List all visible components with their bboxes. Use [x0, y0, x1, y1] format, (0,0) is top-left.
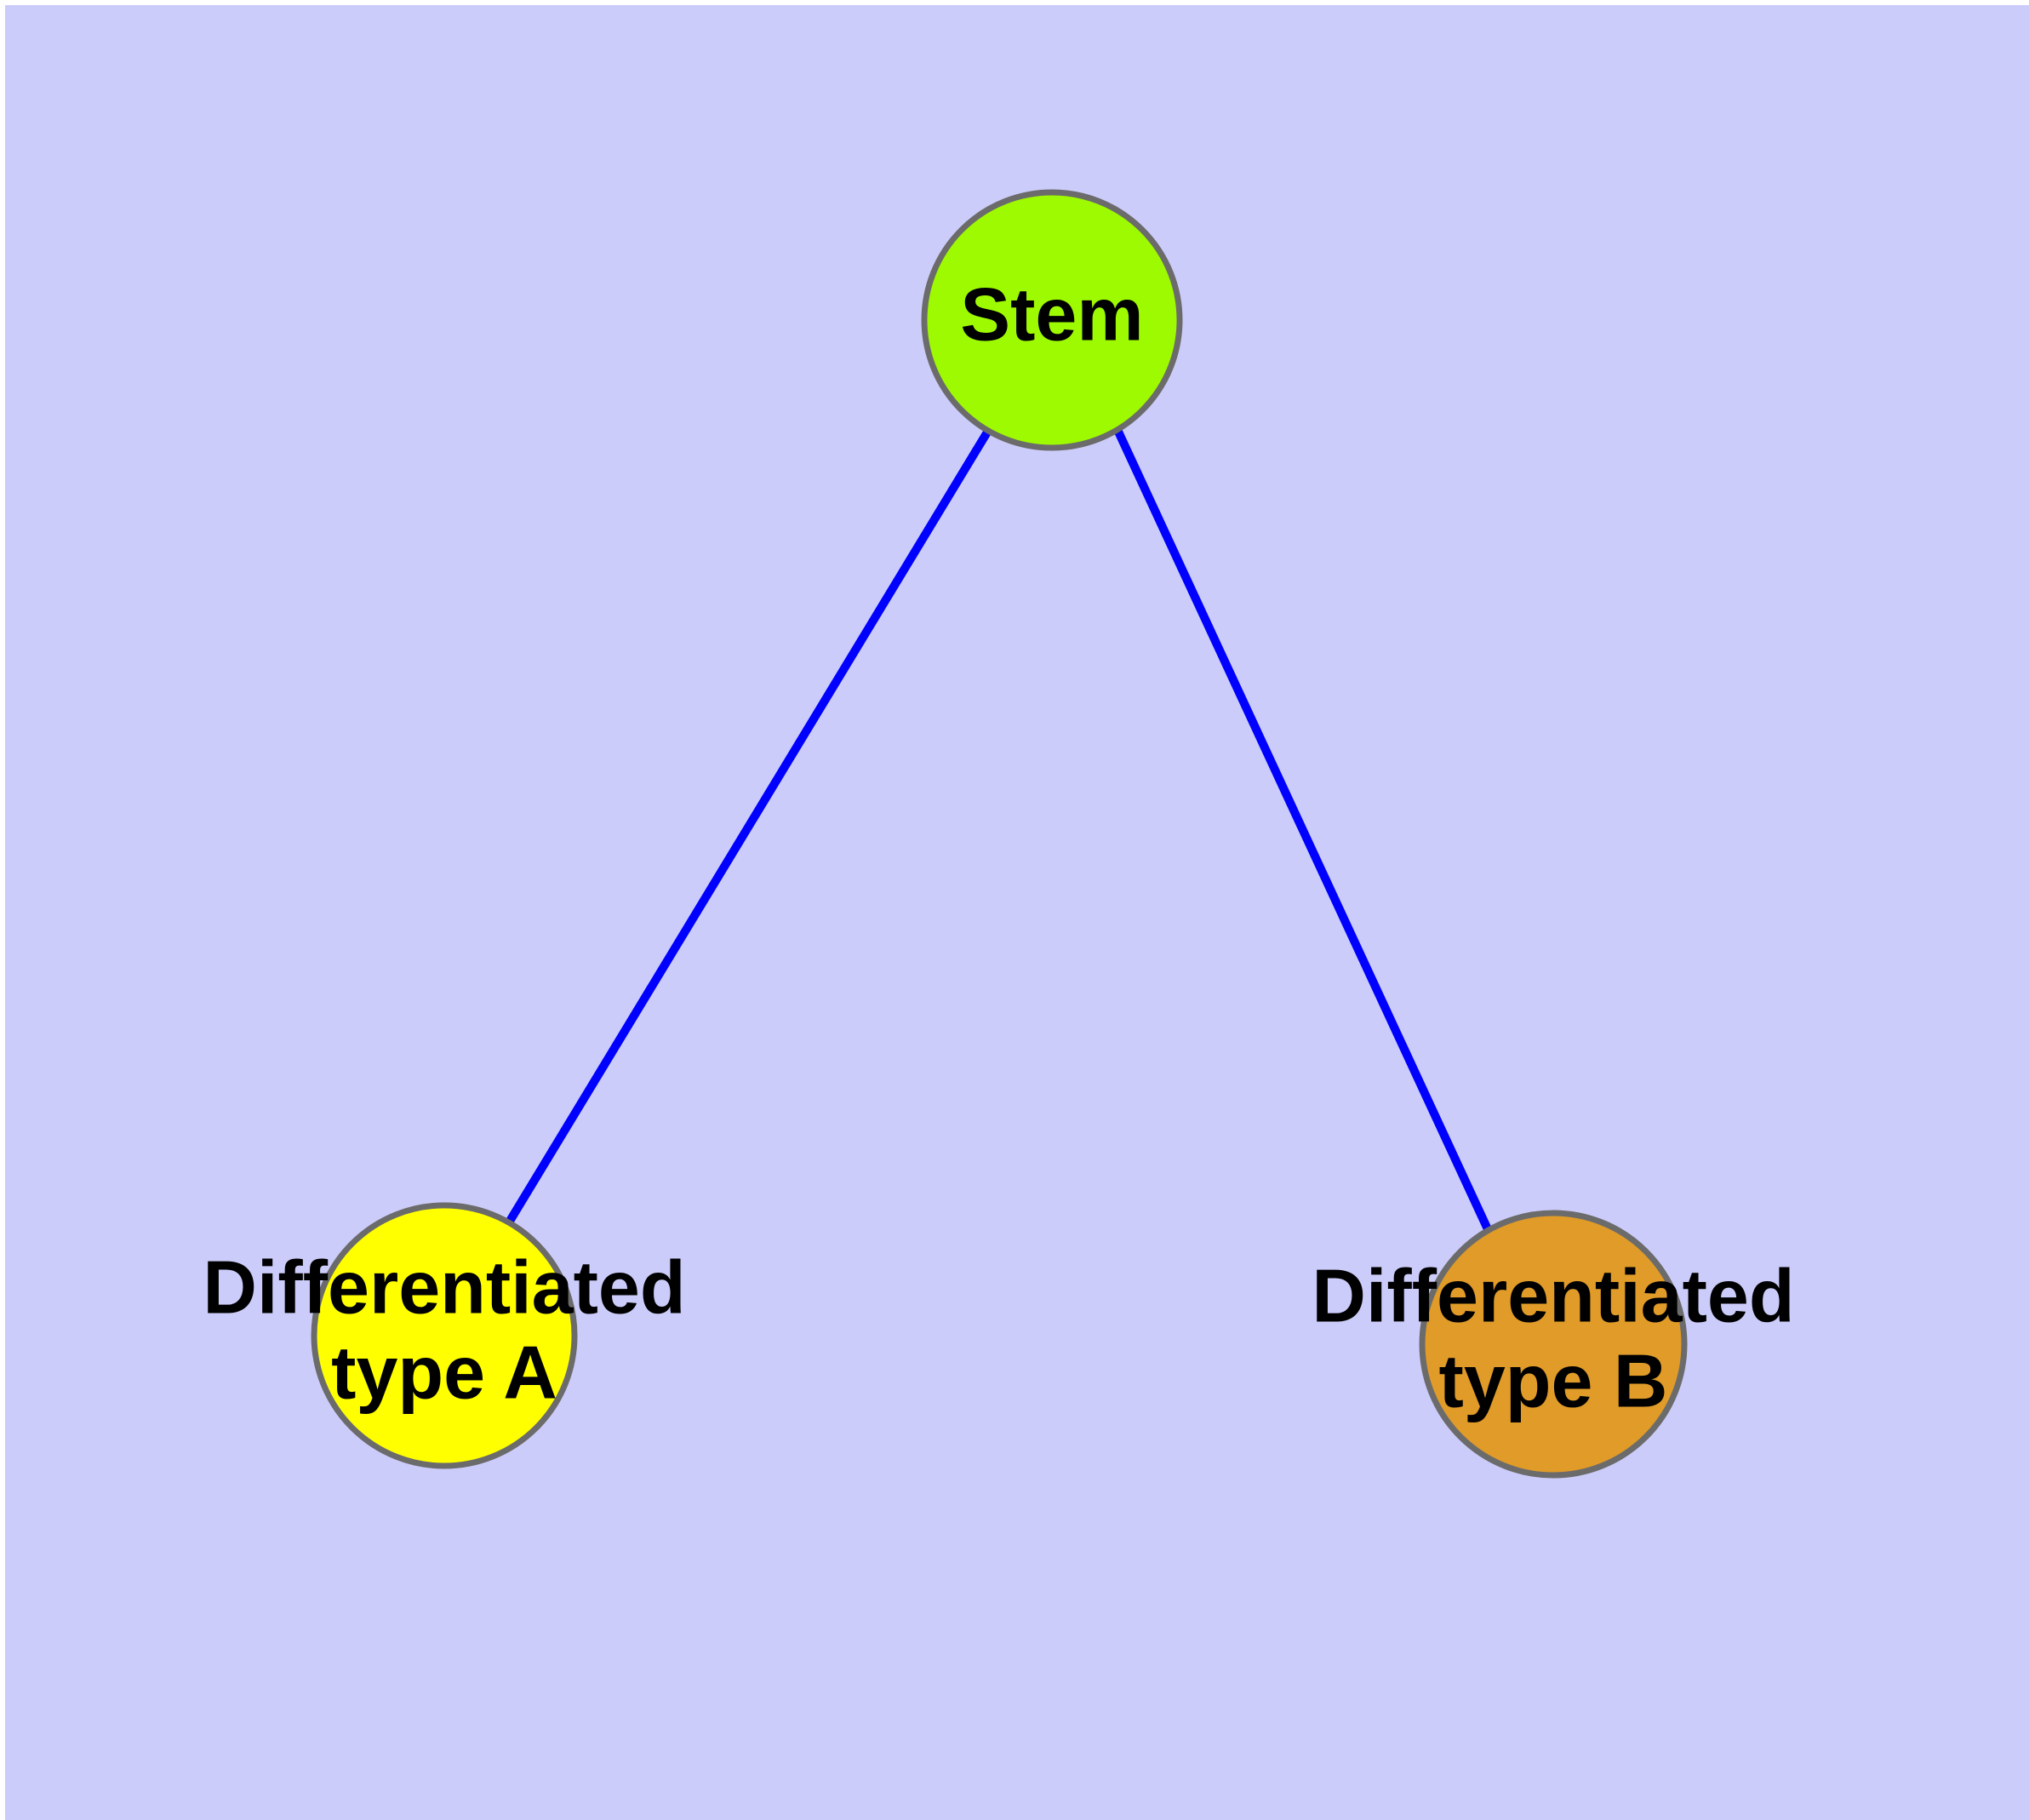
- node-differentiated-type-a-label-line1: Differentiated: [203, 1245, 685, 1329]
- graph-svg: Stem Differentiated type A Differentiate…: [203, 189, 1795, 1479]
- node-differentiated-type-b-circle[interactable]: [1419, 1210, 1688, 1479]
- node-differentiated-type-a[interactable]: [311, 1202, 578, 1469]
- node-differentiated-type-b-label-line1: Differentiated: [1312, 1253, 1794, 1337]
- label-layer: Stem Differentiated type A Differentiate…: [203, 272, 1794, 1422]
- edge-stem-to-differentiated-type-a[interactable]: [505, 428, 992, 1225]
- node-layer: [311, 189, 1688, 1479]
- node-stem-circle[interactable]: [921, 189, 1183, 451]
- node-differentiated-type-a-label-line2: type A: [331, 1330, 557, 1414]
- node-stem-label: Stem: [960, 272, 1143, 356]
- edge-stem-to-differentiated-type-b[interactable]: [1114, 429, 1492, 1232]
- node-differentiated-type-a-label: Differentiated type A: [203, 1245, 685, 1414]
- node-stem-label-line1: Stem: [960, 272, 1143, 356]
- edge-layer: [505, 428, 1492, 1232]
- node-stem[interactable]: [921, 189, 1183, 451]
- node-differentiated-type-b-label-line2: type B: [1439, 1338, 1668, 1422]
- node-differentiated-type-b[interactable]: [1419, 1210, 1688, 1479]
- node-differentiated-type-b-label: Differentiated type B: [1312, 1253, 1794, 1422]
- node-differentiated-type-a-circle[interactable]: [311, 1202, 578, 1469]
